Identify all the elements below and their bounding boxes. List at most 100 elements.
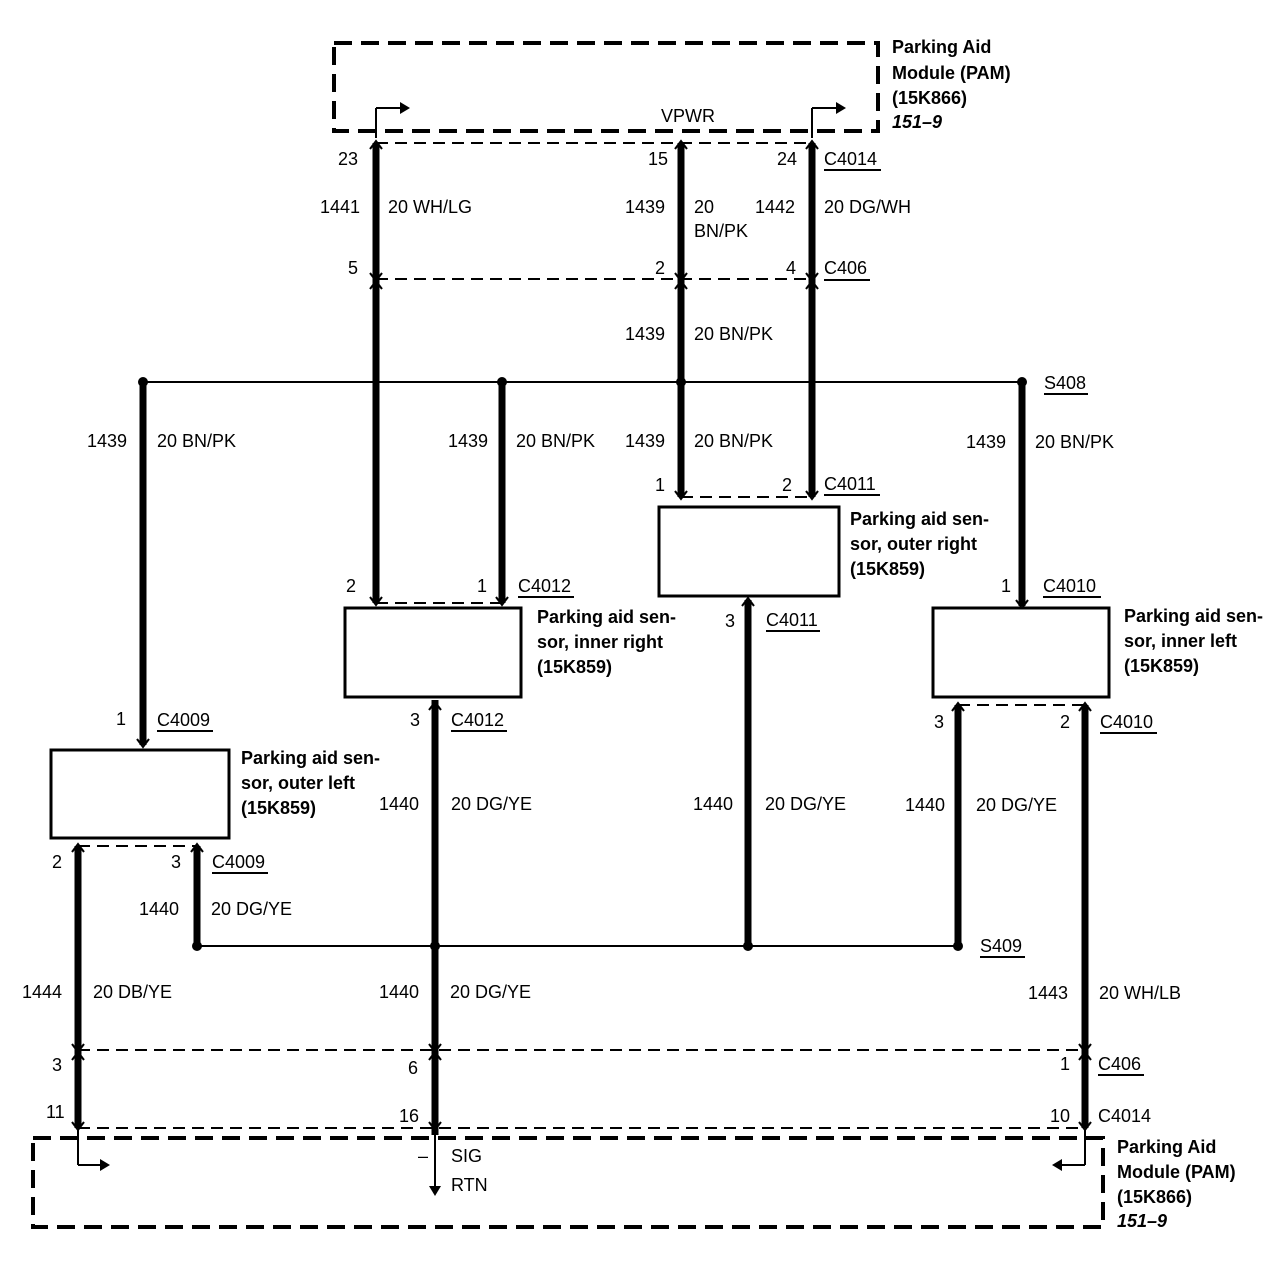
pin-2-c4011: 2 <box>782 475 792 495</box>
sensor-outer-right-line-1: Parking aid sen- <box>850 509 989 529</box>
wire-1440-or-spec: 20 DG/YE <box>765 794 846 814</box>
wire-1439-ir-circuit: 1439 <box>448 431 488 451</box>
pin-11-c4014: 11 <box>46 1102 65 1122</box>
wire-1439-il-spec: 20 BN/PK <box>1035 432 1114 452</box>
wire-1439-top-spec-2: BN/PK <box>694 221 748 241</box>
bottom-connector-ticks <box>71 1043 1092 1132</box>
connector-c4012-top: C4012 <box>518 576 571 596</box>
connector-c4011-top: C4011 <box>824 474 876 494</box>
pin-15: 15 <box>648 149 668 169</box>
pam-top-label-line-3: (15K866) <box>892 88 967 108</box>
wire-1443-circuit: 1443 <box>1028 983 1068 1003</box>
pam-top-ref: 151–9 <box>892 112 942 132</box>
s408-node-center <box>676 377 686 387</box>
connector-ticks <box>369 139 819 290</box>
pam-bottom-label-line-2: Module (PAM) <box>1117 1162 1236 1182</box>
splice-s409: S409 <box>980 936 1022 956</box>
sensor-outer-left-label: Parking aid sen- sor, outer left (15K859… <box>241 748 380 818</box>
wire-1439-ol-spec: 20 BN/PK <box>157 431 236 451</box>
wire-1440-ol-spec: 20 DG/YE <box>211 899 292 919</box>
sensor-inner-right-label: Parking aid sen- sor, inner right (15K85… <box>537 607 676 677</box>
pam-top-label-line-1: Parking Aid <box>892 37 991 57</box>
sensor-outer-left-box <box>49 748 231 840</box>
wire-1440-or-circuit: 1440 <box>693 794 733 814</box>
pin-16-c4014: 16 <box>399 1106 419 1126</box>
sensor-outer-right-line-3: (15K859) <box>850 559 925 579</box>
wire-1440-ol-circuit: 1440 <box>139 899 179 919</box>
pin-1-c4009: 1 <box>116 709 126 729</box>
connector-c4011-bottom: C4011 <box>766 610 818 630</box>
wire-1440-il-circuit: 1440 <box>905 795 945 815</box>
pin-1-c4010: 1 <box>1001 576 1011 596</box>
pam-bottom-label-line-3: (15K866) <box>1117 1187 1192 1207</box>
pam-top-label: Parking Aid Module (PAM) (15K866) 151–9 <box>892 37 1011 132</box>
wire-1439-mid-spec: 20 BN/PK <box>694 324 773 344</box>
pin-1-c4011: 1 <box>655 475 665 495</box>
wire-1440-il-spec: 20 DG/YE <box>976 795 1057 815</box>
pam-top-label-line-2: Module (PAM) <box>892 63 1011 83</box>
sig-rtn-ground-icon <box>429 1130 441 1196</box>
pam-top-ground-left-icon <box>375 102 410 138</box>
wire-1440-ir-spec: 20 DG/YE <box>451 794 532 814</box>
pin-10-c4014: 10 <box>1050 1106 1070 1126</box>
pam-bottom-label: Parking Aid Module (PAM) (15K866) 151–9 <box>1117 1137 1236 1231</box>
wire-1439-or-circuit: 1439 <box>625 431 665 451</box>
vpwr-label: VPWR <box>661 106 715 126</box>
pin-23: 23 <box>338 149 358 169</box>
pin-3-c4009: 3 <box>171 852 181 872</box>
pin-2-c406: 2 <box>655 258 665 278</box>
sensor-outer-right-box <box>657 505 841 598</box>
sensor-inner-left-label: Parking aid sen- sor, inner left (15K859… <box>1124 606 1263 676</box>
s409-node-inner-right <box>430 941 440 951</box>
wire-1443-spec: 20 WH/LB <box>1099 983 1181 1003</box>
wire-1440-ir-circuit: 1440 <box>379 794 419 814</box>
wire-1439-ol-circuit: 1439 <box>87 431 127 451</box>
wire-1441-spec: 20 WH/LG <box>388 197 472 217</box>
pin-2-c4012: 2 <box>346 576 356 596</box>
pin-3-c4012: 3 <box>410 710 420 730</box>
connector-c4009-top: C4009 <box>157 710 210 730</box>
s409-node-inner-left <box>953 941 963 951</box>
connector-c4014-bottom: C4014 <box>1098 1106 1151 1126</box>
pin-24: 24 <box>777 149 797 169</box>
wire-1439-or-spec: 20 BN/PK <box>694 431 773 451</box>
sensor-inner-left-line-3: (15K859) <box>1124 656 1199 676</box>
wire-1444-circuit: 1444 <box>22 982 62 1002</box>
pam-bottom-ref: 151–9 <box>1117 1211 1167 1231</box>
wire-1440-low-circuit: 1440 <box>379 982 419 1002</box>
wire-1442-spec: 20 DG/WH <box>824 197 911 217</box>
wire-1444-spec: 20 DB/YE <box>93 982 172 1002</box>
connector-c406-top: C406 <box>824 258 867 278</box>
pin-3-c4011: 3 <box>725 611 735 631</box>
wire-1439-ir-spec: 20 BN/PK <box>516 431 595 451</box>
s409-node-outer-left <box>192 941 202 951</box>
connector-c4014-top: C4014 <box>824 149 877 169</box>
connector-c4010-bottom: C4010 <box>1100 712 1153 732</box>
pin-1-c406: 1 <box>1060 1054 1070 1074</box>
sensor-inner-left-box <box>931 606 1111 699</box>
pam-bottom-ground-right-icon <box>1052 1130 1086 1171</box>
pin-1-c4012: 1 <box>477 576 487 596</box>
connector-c406-bottom: C406 <box>1098 1054 1141 1074</box>
rtn-label: RTN <box>451 1175 488 1195</box>
pam-bottom-label-line-1: Parking Aid <box>1117 1137 1216 1157</box>
wire-1439-top-circuit: 1439 <box>625 197 665 217</box>
wire-1440-low-spec: 20 DG/YE <box>450 982 531 1002</box>
sig-label: SIG <box>451 1146 482 1166</box>
wire-1439-mid-circuit: 1439 <box>625 324 665 344</box>
wire-1441-circuit: 1441 <box>320 197 360 217</box>
sensor-inner-right-box <box>343 606 523 699</box>
wire-1439-il-circuit: 1439 <box>966 432 1006 452</box>
pam-bottom-outline <box>31 1136 1105 1229</box>
sensor-outer-right-line-2: sor, outer right <box>850 534 977 554</box>
sensor-inner-left-line-1: Parking aid sen- <box>1124 606 1263 626</box>
splice-s408: S408 <box>1044 373 1086 393</box>
connector-c4010-top: C4010 <box>1043 576 1096 596</box>
pam-bottom-ground-left-icon <box>77 1130 110 1171</box>
sensor-inner-right-line-3: (15K859) <box>537 657 612 677</box>
wire-1439-top-spec-1: 20 <box>694 197 714 217</box>
sensor-outer-left-line-2: sor, outer left <box>241 773 355 793</box>
pin-3-c406: 3 <box>52 1055 62 1075</box>
